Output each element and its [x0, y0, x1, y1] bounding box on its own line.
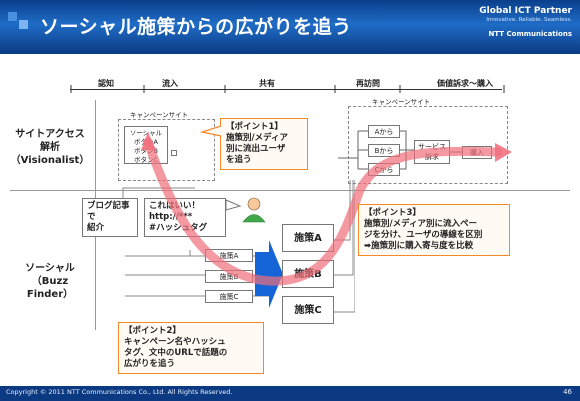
note-text: 紹介 [87, 223, 105, 233]
callout-text: 広がりを追う [124, 359, 176, 369]
callout-text: 施策別/メディア [226, 133, 289, 143]
from-b-box: Bから [368, 144, 400, 157]
header-bar [0, 0, 580, 54]
campaign-site-label: キャンペーンサイト [130, 111, 189, 119]
page-title: ソーシャル施策からの広がりを追う [40, 16, 352, 38]
callout-text: を追う [226, 155, 252, 165]
from-a-box: Aから [368, 125, 400, 138]
campaign-site-frame-right [348, 106, 508, 184]
point1-tail [200, 125, 222, 137]
header-square-icon [8, 12, 17, 21]
header-square-icon [19, 20, 28, 29]
row-label-line: （Visionalist） [10, 155, 90, 166]
row-divider [10, 190, 570, 191]
callout-text: 【ポイント1】 [226, 122, 283, 132]
button-text: ボタンC [133, 156, 159, 164]
point1-callout: 【ポイント1】 施策別/メディア 別に流出ユーザ を追う [220, 118, 308, 170]
brand-tagline: Innovative. Reliable. Seamless. [486, 17, 572, 23]
row-label-social: ソーシャル （Buzz Finder） [10, 262, 90, 301]
measure-c-big: 施策C [282, 296, 334, 324]
page-number: 46 [563, 388, 572, 396]
callout-text: 【ポイント3】 [364, 208, 421, 218]
callout-text: ➡施策別に購入寄与度を比較 [364, 241, 474, 251]
company-logo: NTT Communications [488, 30, 572, 38]
point3-callout: 【ポイント3】 施策別/メディア別に流入ペー ジを分け、ユーザの導線を区別 ➡施… [358, 204, 510, 256]
box-text: 訴求 [425, 153, 439, 161]
user-avatar-icon [240, 195, 268, 223]
right-site-connectors [338, 130, 462, 170]
note-text: #ハッシュタグ [149, 223, 208, 233]
stack-card [171, 150, 177, 156]
point2-callout: 【ポイント2】 キャンペーン名やハッシュ タグ、文中のURLで話題の 広がりを追… [118, 322, 264, 374]
row-label-line: （Buzz Finder） [26, 276, 74, 300]
measure-c-small: 施策C [205, 290, 253, 303]
blog-note: ブログ記事で 紹介 [82, 198, 138, 237]
stage-revisit: 再訪問 [356, 79, 380, 88]
speech-bubble-tail [225, 199, 242, 211]
callout-text: キャンペーン名やハッシュ [124, 337, 226, 347]
box-text: サービス [418, 143, 446, 151]
row-label-line: ソーシャル [25, 263, 75, 274]
brand-name: Global ICT Partner [479, 6, 572, 16]
callout-text: 施策別/メディア別に流入ペー [364, 219, 478, 229]
note-text: http://*** [149, 212, 193, 222]
stage-axis [70, 89, 502, 90]
row-label-line: 解析 [40, 142, 60, 153]
footer-bar [0, 386, 580, 401]
callout-text: 【ポイント2】 [124, 326, 181, 336]
row-label-site-access: サイトアクセス 解析 （Visionalist） [10, 128, 90, 167]
measure-a-big: 施策A [282, 224, 334, 252]
stage-purchase: 価値訴求～購入 [437, 79, 493, 88]
stage-awareness: 認知 [98, 79, 114, 88]
button-text: ボタンB [134, 147, 158, 155]
campaign-site-label-right: キャンペーンサイト [372, 98, 431, 106]
button-text: ソーシャル [129, 129, 163, 137]
row-label-line: サイトアクセス [15, 129, 85, 140]
note-text: ブログ記事で [87, 201, 130, 222]
stage-inflow: 流入 [162, 79, 178, 88]
stage-share: 共有 [259, 79, 275, 88]
callout-text: タグ、文中のURLで話題の [124, 348, 228, 358]
callout-text: 別に流出ユーザ [226, 144, 286, 154]
stage-ticks [70, 85, 505, 93]
callout-text: ジを分け、ユーザの導線を区別 [364, 230, 483, 240]
big-arrow-icon [255, 240, 283, 308]
copyright: Copyright © 2011 NTT Communications Co.,… [6, 388, 233, 396]
